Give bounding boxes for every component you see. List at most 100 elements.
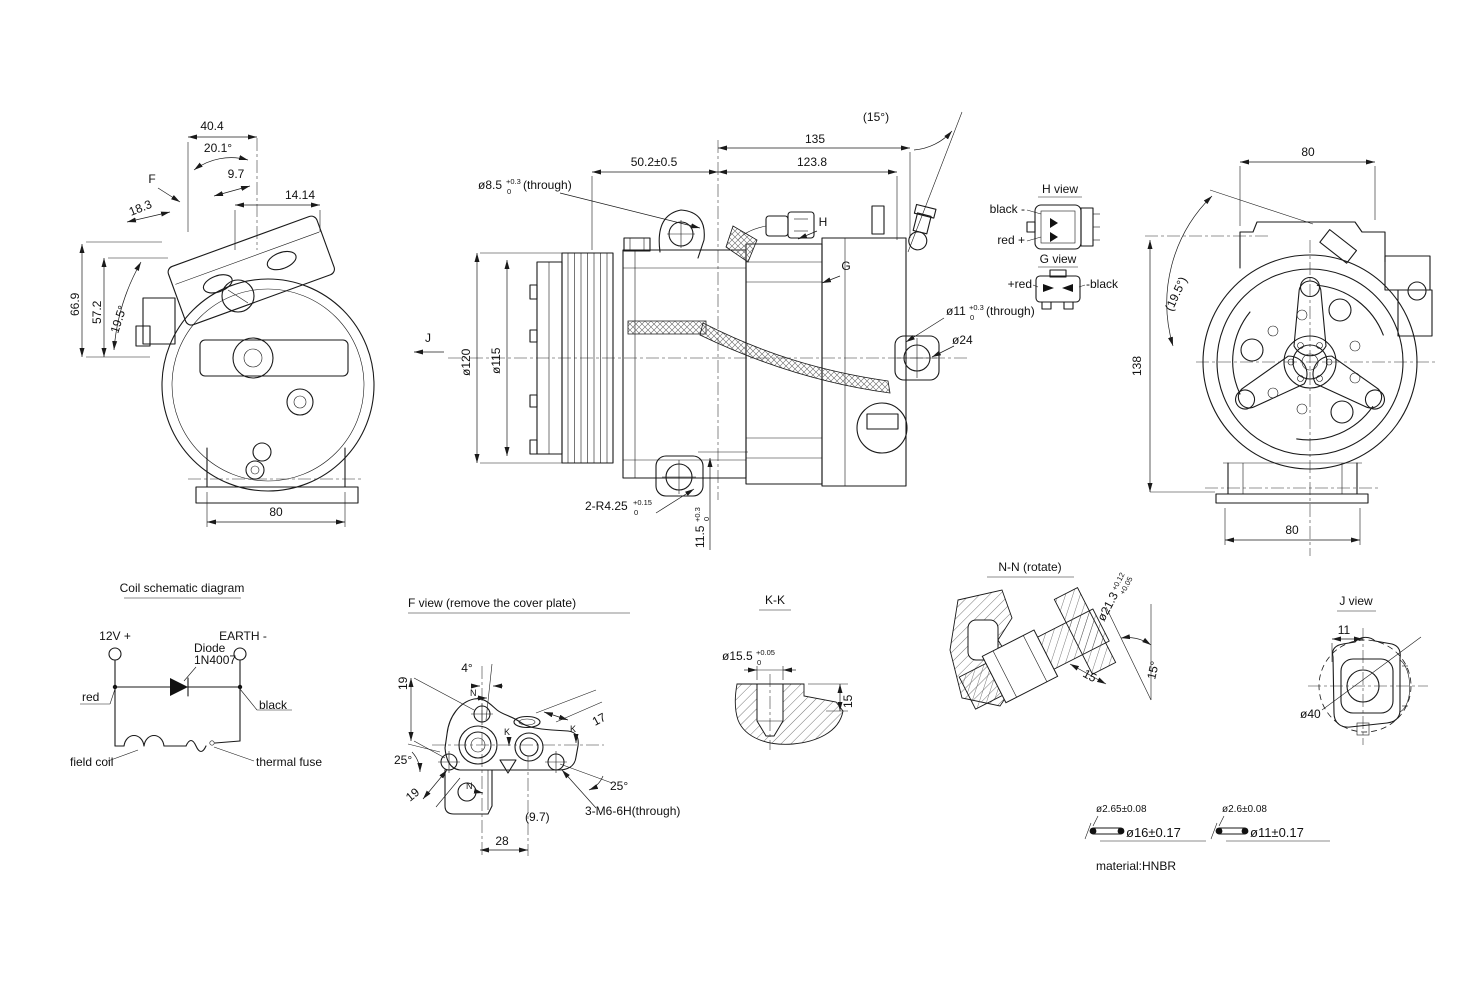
label-k-left: K — [504, 727, 510, 737]
dim-50-2: 50.2±0.5 — [631, 155, 678, 169]
bore-11-suffix: (through) — [986, 304, 1035, 318]
n-dim-15deg: 15° — [1144, 660, 1162, 681]
dim-138: 138 — [1130, 356, 1144, 376]
label-thermal-fuse: thermal fuse — [256, 755, 322, 769]
dim-19-5deg-rear: (19.5°) — [1162, 275, 1190, 314]
f-view-body — [432, 666, 604, 858]
diode-label-2: 1N4007 — [194, 653, 236, 667]
coil-title: Coil schematic diagram — [120, 581, 245, 595]
rear-view-dimensions — [1147, 159, 1376, 545]
label-black: black — [259, 698, 288, 712]
k-bore-tol-dn: 0 — [757, 658, 761, 667]
dim-19-lower: 19 — [403, 785, 422, 805]
j-dim-d40: ø40 — [1300, 707, 1321, 721]
k-bore-main: ø15.5 — [722, 649, 753, 663]
dim-d115: ø115 — [489, 347, 503, 374]
dim-14-14: 14.14 — [285, 188, 315, 202]
bore-11-tol-up: +0.3 — [969, 303, 984, 312]
h-view-title: H view — [1042, 182, 1078, 196]
harness-band — [627, 320, 707, 335]
dim-25-right: 25° — [610, 779, 628, 793]
oring-16-cs: ø2.65±0.08 — [1096, 804, 1147, 815]
n-dim-15: 15 — [1081, 666, 1100, 685]
g-view: G view +red -black — [1008, 252, 1119, 310]
dim-20-1deg: 20.1° — [204, 141, 232, 155]
dim-11-5-group: 11.5 +0.3 0 — [693, 507, 711, 548]
label-n-lower: N — [466, 781, 473, 791]
label-g: G — [841, 259, 850, 273]
front-view-dimensions — [79, 134, 346, 527]
bore-8-5-tol-up: +0.3 — [506, 177, 521, 186]
n-view: N-N (rotate) ø21.3 +0.12 +0.05 15 15° — [949, 560, 1162, 710]
n-bore-main: ø21.3 — [1094, 589, 1121, 623]
harness-patch — [725, 225, 758, 263]
coil-schematic: Coil schematic diagram 12V + EARTH - Dio… — [70, 581, 322, 769]
n-view-title: N-N (rotate) — [998, 560, 1061, 574]
k-bore-tol-up: +0.05 — [756, 648, 775, 657]
harness-tube — [699, 322, 891, 394]
g-view-title: G view — [1040, 252, 1077, 266]
k-view-title: K-K — [765, 593, 785, 607]
oring-details: ø2.65±0.08 ø16±0.17 ø2.6±0.08 ø11±0.17 m… — [1084, 804, 1330, 873]
dim-25-left: 25° — [394, 753, 412, 767]
k-view: K-K ø15.5 +0.05 0 15 — [722, 593, 855, 750]
label-h: H — [819, 215, 828, 229]
dim-15deg: (15°) — [863, 110, 889, 124]
oring-16: ø2.65±0.08 ø16±0.17 — [1084, 804, 1206, 842]
label-red: red — [82, 690, 99, 704]
bore-8-5-main: ø8.5 — [478, 178, 502, 192]
front-view-body — [135, 138, 375, 504]
label-f: F — [148, 172, 155, 186]
diode-label-1: Diode — [194, 641, 226, 655]
bore-11-main: ø11 — [946, 304, 966, 318]
dim-top-80: 80 — [1301, 145, 1315, 159]
dim-bottom-80: 80 — [1285, 523, 1299, 537]
side-view: 135 123.8 50.2±0.5 (15°) ø8.5 +0.3 0 (th… — [414, 110, 1035, 550]
dim-28: 28 — [495, 834, 509, 848]
side-view-dimensions — [414, 111, 963, 550]
thread-callout: 3-M6-6H(through) — [585, 804, 680, 818]
dim-66-9: 66.9 — [68, 292, 82, 316]
label-field-coil: field coil — [70, 755, 113, 769]
dim-9-7: 9.7 — [228, 167, 245, 181]
label-k-right: K — [570, 724, 576, 734]
g-view-red-label: +red — [1008, 277, 1032, 291]
dim-4deg: 4° — [461, 661, 473, 675]
g-view-black-label: -black — [1086, 277, 1119, 291]
radius-callout-main: 2-R4.25 — [585, 499, 628, 513]
label-earth: EARTH - — [219, 629, 267, 643]
label-j: J — [425, 331, 431, 345]
clutch-arms — [1234, 276, 1386, 410]
radius-callout-tol-dn: 0 — [634, 508, 638, 517]
k-dim-15: 15 — [841, 694, 855, 708]
dim-19-5deg: 19.5° — [108, 304, 130, 335]
dim-135: 135 — [805, 132, 825, 146]
dim-18-3: 18.3 — [127, 197, 154, 219]
j-view: J view 11 ø40 — [1300, 594, 1428, 745]
oring-11-id: ø11±0.17 — [1250, 825, 1304, 840]
label-12v: 12V + — [99, 629, 131, 643]
j-dim-11: 11 — [1338, 623, 1351, 637]
dim-d24: ø24 — [952, 333, 973, 347]
h-view-red-label: red + — [997, 233, 1025, 247]
material-note: material:HNBR — [1096, 859, 1176, 873]
n-bore-group: ø21.3 +0.12 +0.05 — [1094, 571, 1134, 623]
front-view: 40.4 20.1° 9.7 14.14 18.3 F 66.9 57.2 19… — [68, 119, 375, 527]
dim-11-5-main: 11.5 — [693, 525, 707, 548]
dim-9-7-f: (9.7) — [525, 810, 550, 824]
f-view: F view (remove the cover plate) 1 — [394, 596, 680, 858]
oring-11-cs: ø2.6±0.08 — [1222, 804, 1267, 815]
h-view: H view black - red + — [990, 182, 1100, 250]
diode-symbol — [170, 678, 188, 696]
dim-d120: ø120 — [459, 348, 473, 376]
dim-17: 17 — [590, 710, 609, 729]
dim-40-4: 40.4 — [200, 119, 224, 133]
radius-callout-tol-up: +0.15 — [633, 498, 652, 507]
dim-base-80: 80 — [269, 505, 283, 519]
dim-11-5-tol-dn: 0 — [702, 517, 711, 521]
side-view-body — [448, 140, 968, 500]
dim-11-5-tol-up: +0.3 — [693, 507, 702, 522]
bore-11-tol-dn: 0 — [970, 313, 974, 322]
